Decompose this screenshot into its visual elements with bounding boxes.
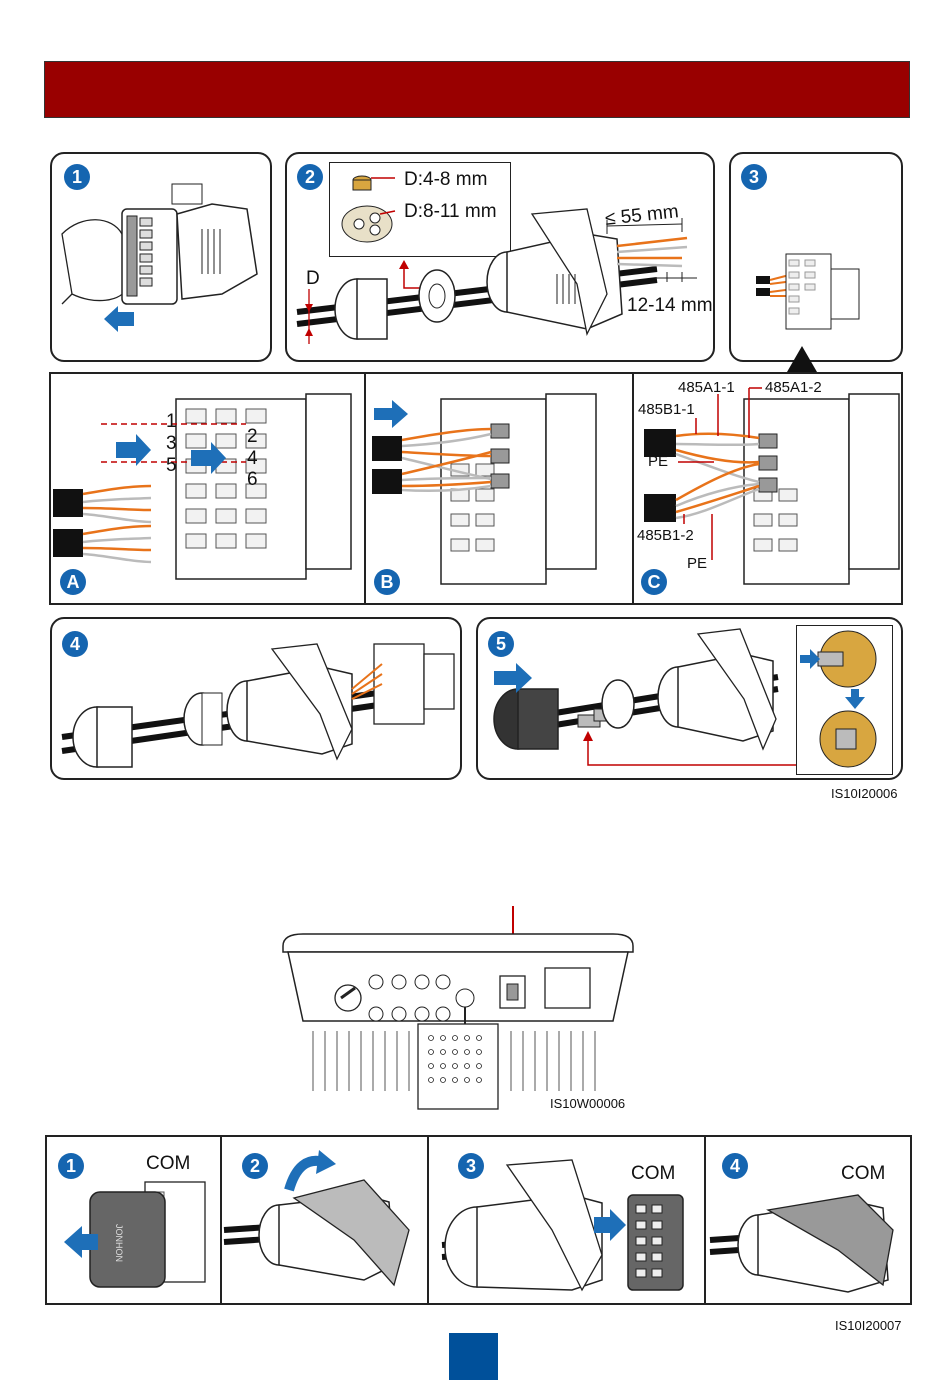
diameter-d-label: D: [306, 269, 320, 289]
insert-arrow-icon: [116, 434, 151, 466]
seal-small-diameter-label: D:4-8 mm: [404, 170, 487, 190]
seal-large-diameter-label: D:8-11 mm: [404, 202, 497, 222]
svg-text:JONHON: JONHON: [114, 1224, 124, 1262]
com-divider-1: [220, 1136, 222, 1304]
down-arrow-icon: [845, 689, 865, 709]
title-bar: [44, 61, 910, 118]
pin-label-1: 1: [166, 412, 177, 432]
com-divider-3: [704, 1136, 706, 1304]
com-cap-removal-illustration: JONHON: [50, 1172, 220, 1302]
wire-label-485b1-2: 485B1-2: [637, 528, 694, 544]
com-lock-open-illustration: [224, 1150, 424, 1295]
connector-pull-illustration: [52, 154, 274, 364]
terminal-block-small-illustration: [731, 154, 905, 364]
page-number-box: [449, 1333, 498, 1380]
figure-code-2: IS10W00006: [550, 1096, 625, 1111]
push-arrow-icon-step-5: [494, 663, 534, 693]
com-terminal-insert-illustration: [432, 1155, 702, 1300]
insert-plug-arrow-icon: [800, 649, 820, 669]
inverter-bottom-view: [283, 906, 643, 1111]
strip-end-label: 12-14 mm: [627, 296, 713, 316]
wire-label-485b1-1: 485B1-1: [638, 402, 695, 418]
assembly-illustration: [52, 619, 464, 782]
push-arrow-icon: [374, 400, 408, 428]
rotate-arrow-icon: [316, 1150, 336, 1174]
wire-label-pe-1: PE: [648, 454, 668, 470]
sub-step-badge-b: B: [374, 569, 400, 595]
cable-gland-illustration: [287, 154, 717, 364]
sub-step-badge-c: C: [641, 569, 667, 595]
step-4-panel: 4: [50, 617, 462, 780]
callout-triangle: [787, 346, 817, 372]
step-2-panel: 2: [285, 152, 715, 362]
pin-label-2: 2: [247, 427, 258, 447]
step-3-panel: 3: [729, 152, 903, 362]
sealing-plug-illustration: [478, 619, 905, 782]
figure-code-3: IS10I20007: [835, 1318, 902, 1333]
com-label-1: COM: [146, 1154, 190, 1174]
wire-label-485a1-1: 485A1-1: [678, 380, 735, 396]
detail-b-illustration: [366, 374, 632, 604]
wire-label-485a1-2: 485A1-2: [765, 380, 822, 396]
pull-arrow-icon: [104, 306, 134, 332]
detail-a-illustration: [51, 374, 365, 604]
pin-label-4: 4: [247, 449, 258, 469]
pin-label-3: 3: [166, 434, 177, 454]
pin-label-6: 6: [247, 470, 258, 490]
step-5-panel: 5: [476, 617, 903, 780]
sub-step-badge-a: A: [60, 569, 86, 595]
com-divider-2: [427, 1136, 429, 1304]
pin-label-5: 5: [166, 456, 177, 476]
figure-code-1: IS10I20006: [831, 786, 898, 801]
com-assembled-illustration: [708, 1170, 908, 1300]
step-1-panel: 1: [50, 152, 272, 362]
wire-label-pe-2: PE: [687, 556, 707, 572]
